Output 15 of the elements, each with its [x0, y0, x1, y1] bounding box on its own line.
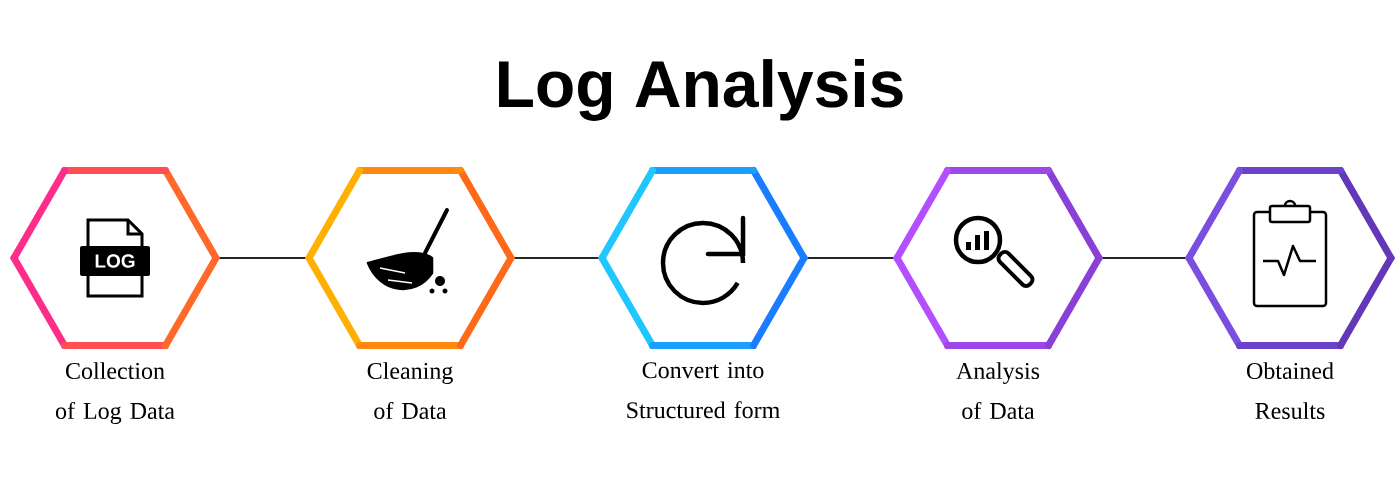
hexagon	[1185, 167, 1395, 349]
hexagon	[893, 167, 1103, 349]
connector-line	[218, 257, 307, 259]
step-caption: Obtained Results	[1247, 362, 1334, 420]
connector-line	[806, 257, 895, 259]
hexagon	[305, 167, 515, 349]
connector-line	[1101, 257, 1187, 259]
connector-line	[513, 257, 600, 259]
hexagon	[10, 167, 220, 349]
step-caption: Cleaning of Data	[367, 362, 453, 420]
hexagon	[598, 167, 808, 349]
title: Log Analysis	[499, 59, 903, 121]
step-caption: Convert into Structured form	[627, 362, 780, 419]
step-caption: Analysis of Data	[956, 362, 1040, 420]
step-caption: Collection of Log Data	[55, 362, 175, 424]
